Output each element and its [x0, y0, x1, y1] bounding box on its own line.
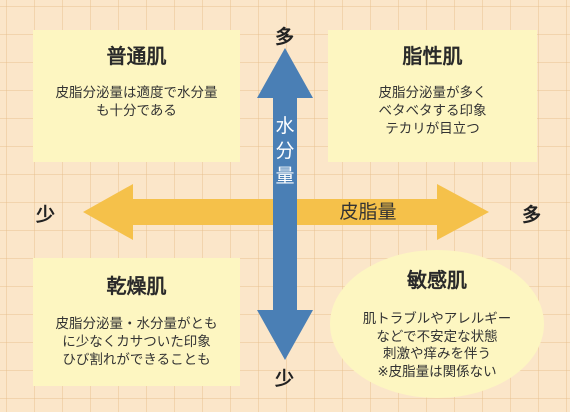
quadrant-text-line: 皮脂分泌量は適度で水分量	[55, 85, 218, 101]
quadrant-text-line: 肌トラブルやアレルギー	[362, 311, 512, 327]
vertical-axis-label: 水 分 量	[273, 114, 297, 189]
horizontal-axis-high-label: 多	[522, 204, 542, 226]
quadrant-normal-skin: 普通肌 皮脂分泌量は適度で水分量 も十分である	[33, 30, 240, 162]
quadrant-title: 脂性肌	[402, 44, 463, 68]
quadrant-text-line: ひび割れができることも	[62, 352, 211, 368]
horizontal-axis-label: 皮脂量	[339, 201, 397, 223]
quadrant-title: 乾燥肌	[106, 274, 167, 298]
vertical-axis-label-char: 量	[275, 165, 295, 187]
quadrant-text-line: 刺激や痒みを伴う	[383, 346, 491, 362]
vertical-axis-arrow	[257, 48, 313, 360]
quadrant-text-line: テカリが目立つ	[385, 121, 480, 137]
quadrant-text-line: 皮脂分泌量・水分量がとも	[55, 316, 218, 332]
vertical-axis-high-label: 多	[275, 26, 295, 48]
quadrant-oily-skin: 脂性肌 皮脂分泌量が多く ベタベタする印象 テカリが目立つ	[328, 30, 537, 162]
quadrant-text-line: ベタベタする印象	[378, 103, 487, 119]
quadrant-text-line: ※皮脂量は関係ない	[377, 363, 497, 380]
quadrant-text-line: も十分である	[96, 103, 177, 119]
quadrant-text-line: に少なくカサついた印象	[62, 334, 211, 350]
quadrant-title: 普通肌	[106, 44, 167, 68]
quadrant-title: 敏感肌	[407, 268, 467, 292]
quadrant-dry-skin: 乾燥肌 皮脂分泌量・水分量がとも に少なくカサついた印象 ひび割れができることも	[33, 258, 240, 386]
horizontal-axis-low-label: 少	[36, 204, 56, 226]
vertical-axis-low-label: 少	[275, 368, 295, 390]
vertical-axis-label-char: 水	[275, 115, 295, 137]
quadrant-text-line: などで不安定な状態	[376, 328, 498, 345]
vertical-axis-label-char: 分	[275, 140, 295, 162]
quadrant-text-line: 皮脂分泌量が多く	[378, 85, 487, 101]
quadrant-sensitive-skin: 敏感肌 肌トラブルやアレルギー などで不安定な状態 刺激や痒みを伴う ※皮脂量は…	[330, 250, 544, 398]
